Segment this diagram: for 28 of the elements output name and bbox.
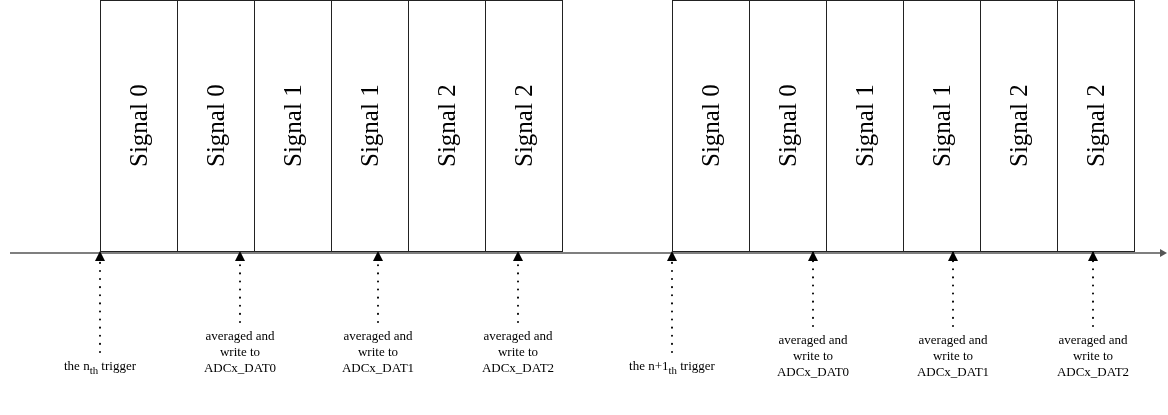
dotted-arrow — [948, 251, 958, 327]
event-note: averaged and write to ADCx_DAT1 — [916, 332, 990, 380]
signal-slot: Signal 1 — [254, 0, 332, 252]
event-note: averaged and write to ADCx_DAT1 — [341, 328, 415, 376]
signal-slot: Signal 1 — [826, 0, 904, 252]
dotted-arrow — [235, 251, 245, 323]
dotted-arrow — [808, 251, 818, 327]
event-note: the n+1$_{th}$ trigger — [607, 358, 737, 378]
event-note: the n$_{th}$ trigger — [45, 358, 155, 378]
dotted-arrow — [667, 251, 677, 353]
signal-slot: Signal 2 — [485, 0, 563, 252]
signal-slot: Signal 2 — [980, 0, 1058, 252]
event-note: averaged and write to ADCx_DAT2 — [1056, 332, 1130, 380]
dotted-arrow — [373, 251, 383, 323]
signal-slot: Signal 1 — [331, 0, 409, 252]
signal-slot: Signal 0 — [100, 0, 178, 252]
dotted-arrow — [513, 251, 523, 323]
signal-slot: Signal 0 — [672, 0, 750, 252]
event-note: averaged and write to ADCx_DAT2 — [481, 328, 555, 376]
dotted-arrow — [1088, 251, 1098, 327]
signal-slot: Signal 2 — [408, 0, 486, 252]
event-note: averaged and write to ADCx_DAT0 — [203, 328, 277, 376]
signal-slot: Signal 1 — [903, 0, 981, 252]
event-note: averaged and write to ADCx_DAT0 — [776, 332, 850, 380]
signal-slot: Signal 2 — [1057, 0, 1135, 252]
signal-slot: Signal 0 — [749, 0, 827, 252]
signal-slot: Signal 0 — [177, 0, 255, 252]
dotted-arrow — [95, 251, 105, 353]
